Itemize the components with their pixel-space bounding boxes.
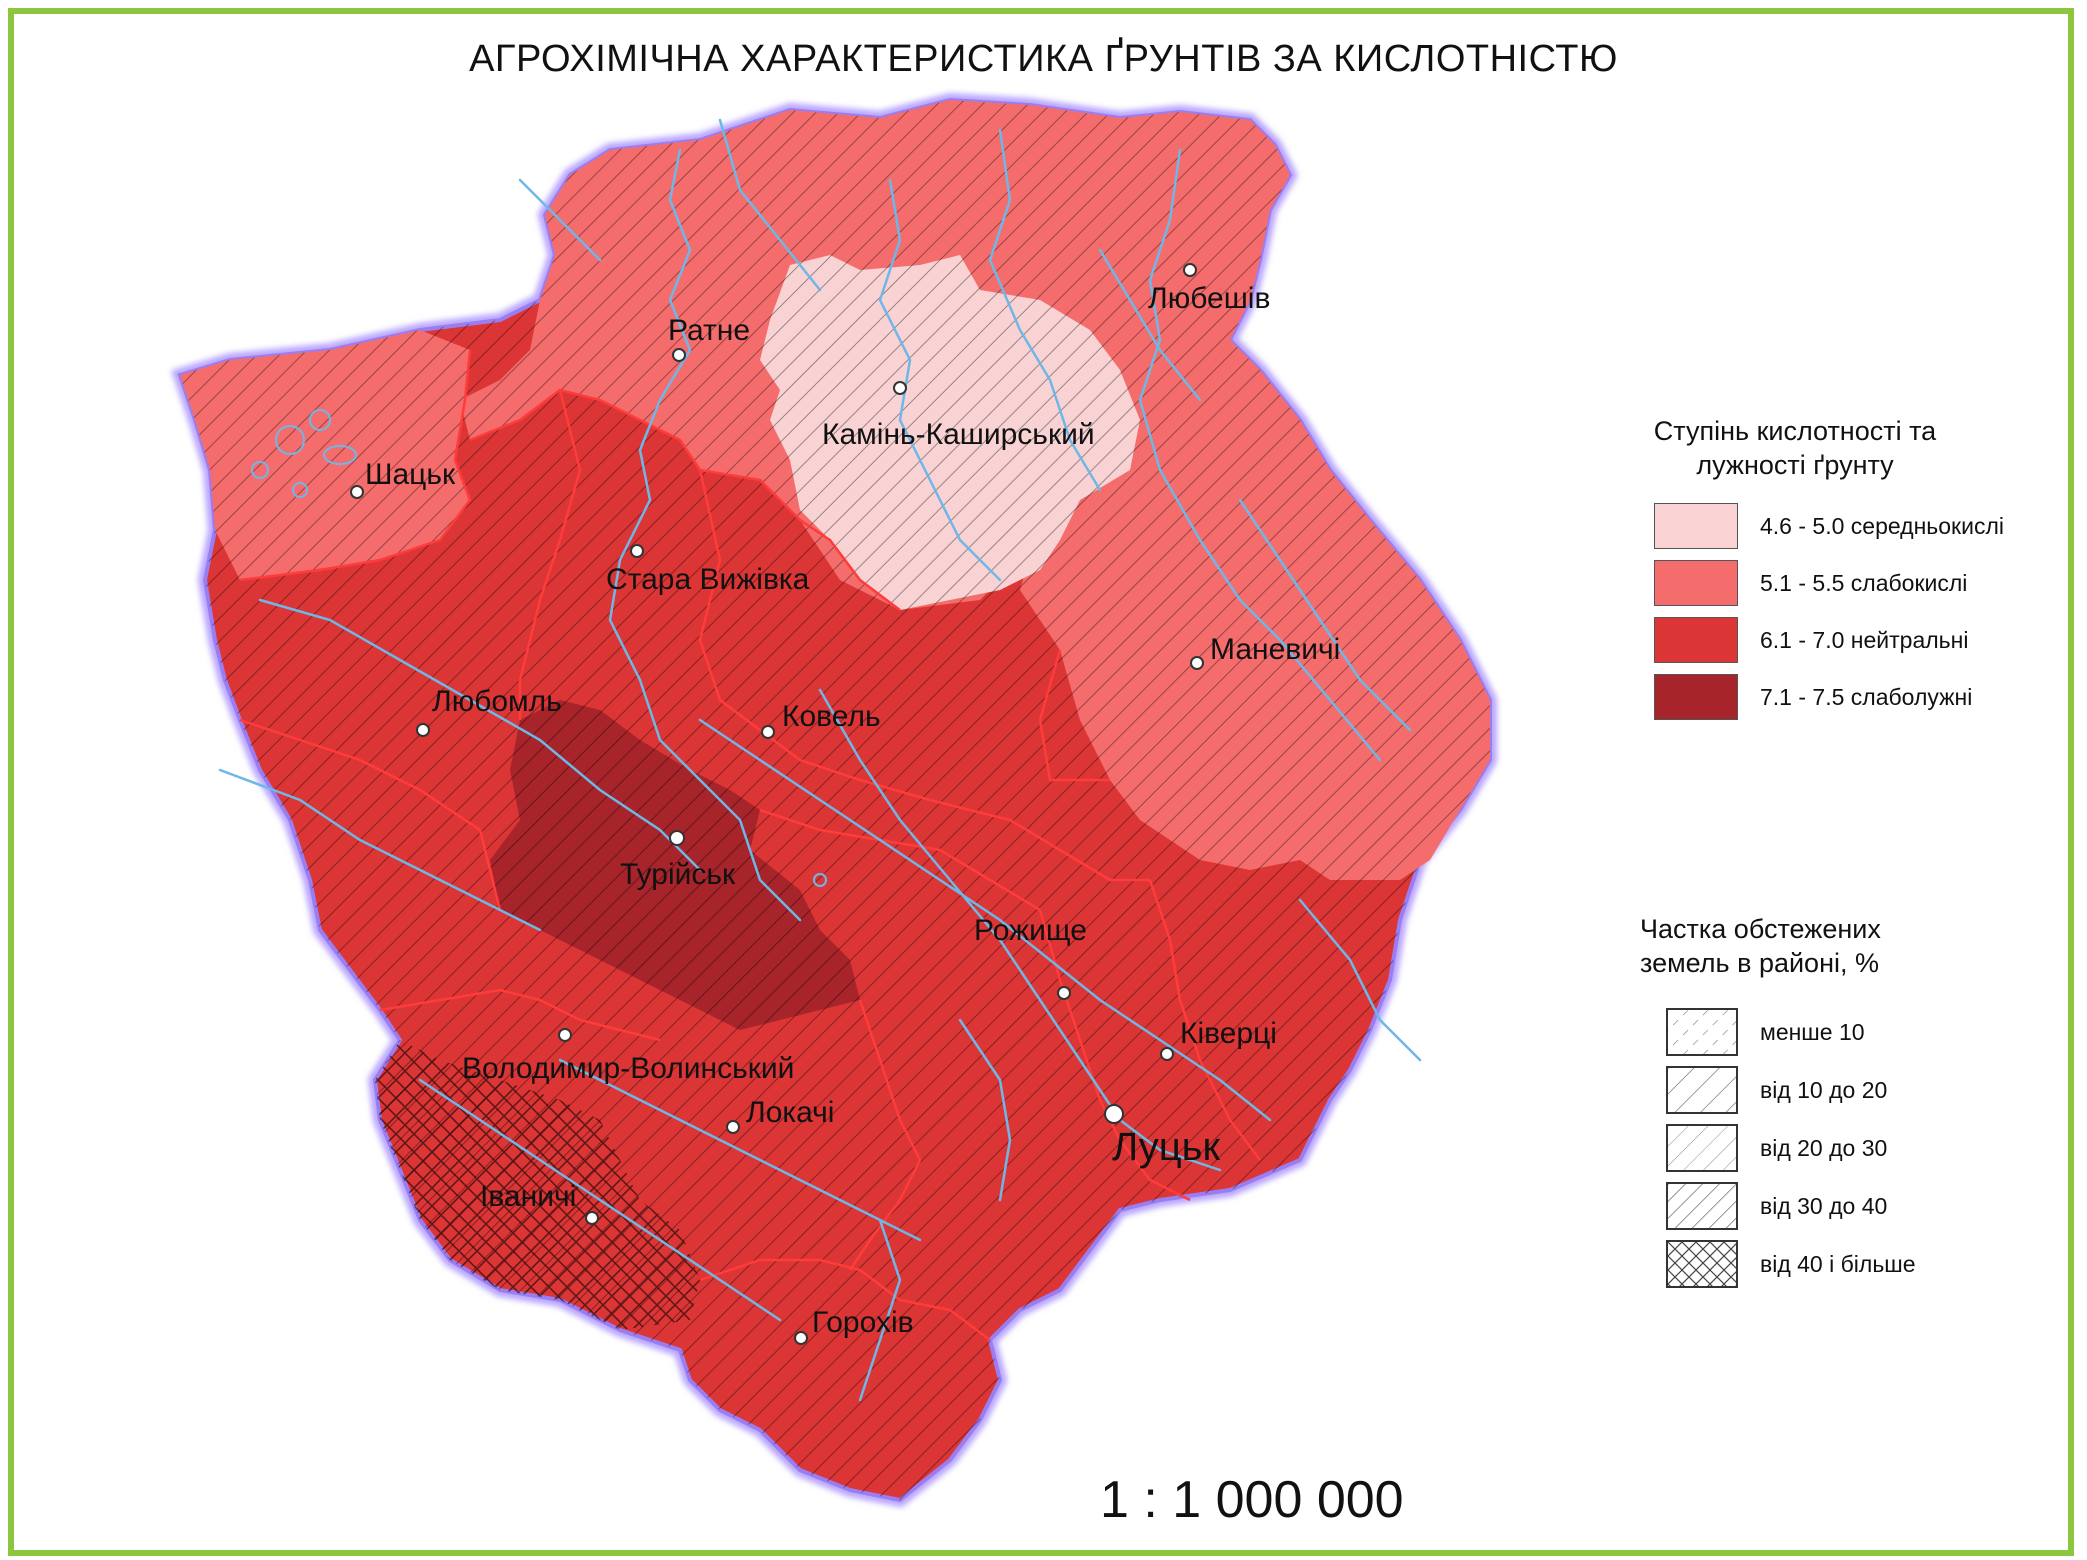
marker-shatsk: [350, 485, 364, 499]
legend-label: від 20 до 30: [1760, 1134, 1888, 1161]
marker-stara-vyzhivka: [630, 544, 644, 558]
legend-acidity-title-line2: лужності ґрунту: [1696, 450, 1894, 480]
city-label-shatsk: Шацьк: [365, 458, 456, 491]
city-label-kamin-kashyrskyi: Камінь-Каширський: [822, 418, 1095, 451]
marker-kamin-kashyrskyi: [893, 381, 907, 395]
map-scale: 1 : 1 000 000: [1100, 1471, 1404, 1529]
legend-acidity-item: 6.1 - 7.0 нейтральні: [1654, 617, 1968, 663]
legend-survey-title-line1: Частка обстежених: [1640, 914, 1881, 944]
legend-label: 5.1 - 5.5 слабокислі: [1760, 569, 1968, 596]
legend-swatch-slightly-alkaline: [1654, 674, 1738, 720]
legend-label: 7.1 - 7.5 слаболужні: [1760, 683, 1973, 710]
marker-kivertsi: [1160, 1047, 1174, 1061]
city-label-manevychi: Маневичі: [1210, 633, 1340, 666]
legend-survey-title-line2: земель в районі, %: [1640, 948, 1879, 978]
city-label-turiysk: Турійськ: [620, 858, 736, 891]
marker-volodymyr-volynskyi: [558, 1028, 572, 1042]
marker-turiysk: [669, 830, 685, 846]
hatch-overlay-main: [180, 100, 1490, 1500]
hatch-overlay-ivanychi: [375, 1040, 700, 1330]
district-boundaries: [239, 349, 1261, 1341]
lakes: [251, 409, 827, 887]
city-label-ratne: Ратне: [668, 314, 750, 347]
city-label-kovel: Ковель: [782, 700, 881, 733]
legend-label: 4.6 - 5.0 середньокислі: [1760, 512, 2004, 539]
marker-ratne: [672, 348, 686, 362]
legend-swatch-medium-acidic: [1654, 503, 1738, 549]
legend-swatch-neutral: [1654, 617, 1738, 663]
legend-acidity-title-line1: Ступінь кислотності та: [1653, 416, 1937, 446]
city-label-liubeshiv: Любешів: [1148, 282, 1270, 315]
legend-pattern-under-10: [1666, 1008, 1738, 1056]
city-label-liuboml: Любомль: [432, 685, 562, 718]
marker-liuboml: [416, 723, 430, 737]
city-label-volodymyr-volynskyi: Володимир-Волинський: [462, 1052, 794, 1085]
legend-pattern-30-40: [1666, 1182, 1738, 1230]
legend-label: від 40 і більше: [1760, 1250, 1916, 1277]
legend-pattern-40-plus: [1666, 1240, 1738, 1288]
marker-lokachi: [726, 1120, 740, 1134]
legend-swatch-slightly-acidic: [1654, 560, 1738, 606]
marker-manevychi: [1190, 656, 1204, 670]
city-labels: Ратне Любешів Камінь-Каширський Шацьк Ст…: [365, 282, 1340, 1339]
legend-acidity-item: 5.1 - 5.5 слабокислі: [1654, 560, 1967, 606]
city-markers: [350, 263, 1204, 1345]
legend-survey-item: від 30 до 40: [1666, 1182, 1887, 1230]
legend-survey-item: від 40 і більше: [1666, 1240, 1916, 1288]
map-title: АГРОХІМІЧНА ХАРАКТЕРИСТИКА ҐРУНТІВ ЗА КИ…: [469, 38, 1618, 80]
legend-label: менше 10: [1760, 1018, 1865, 1045]
legend-label: від 30 до 40: [1760, 1192, 1888, 1219]
legend-survey-item: від 10 до 20: [1666, 1066, 1887, 1114]
legend-label: 6.1 - 7.0 нейтральні: [1760, 626, 1969, 653]
legend-label: від 10 до 20: [1760, 1076, 1888, 1103]
legend-pattern-10-20: [1666, 1066, 1738, 1114]
marker-liubeshiv: [1183, 263, 1197, 277]
legend-survey-title: Частка обстежених земель в районі, %: [1640, 912, 1900, 980]
legend-acidity-item: 4.6 - 5.0 середньокислі: [1654, 503, 2004, 549]
legend-survey-item: від 20 до 30: [1666, 1124, 1887, 1172]
city-label-stara-vyzhivka: Стара Вижівка: [606, 563, 810, 596]
legend-acidity-title: Ступінь кислотності та лужності ґрунту: [1630, 414, 1960, 482]
city-label-rozhyshche: Рожище: [974, 914, 1087, 947]
marker-kovel: [761, 725, 775, 739]
legend-survey-item: менше 10: [1666, 1008, 1865, 1056]
marker-ivanychi: [585, 1211, 599, 1225]
marker-lutsk: [1104, 1104, 1124, 1124]
marker-horokhiv: [794, 1331, 808, 1345]
legend-pattern-20-30: [1666, 1124, 1738, 1172]
marker-rozhyshche: [1057, 986, 1071, 1000]
rivers: [218, 118, 1422, 1402]
city-label-lutsk: Луцьк: [1112, 1125, 1220, 1169]
city-label-lokachi: Локачі: [746, 1096, 834, 1129]
city-label-kivertsi: Ківерці: [1180, 1017, 1277, 1050]
city-label-horokhiv: Горохів: [812, 1306, 914, 1339]
city-label-ivanychi: Іваничі: [480, 1180, 576, 1213]
legend-acidity-item: 7.1 - 7.5 слаболужні: [1654, 674, 1972, 720]
